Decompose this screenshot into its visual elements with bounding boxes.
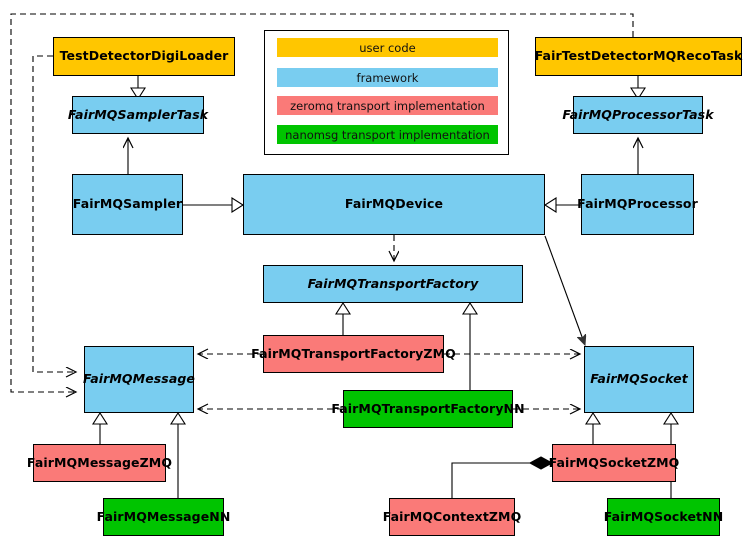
class-box-fairmqtransportfactory[interactable]: FairMQTransportFactory — [263, 265, 523, 303]
class-box-label: FairMQSampler — [72, 196, 183, 212]
class-box-label: TestDetectorDigiLoader — [59, 48, 229, 64]
class-box-label: FairMQProcessor — [577, 196, 698, 212]
legend-label: user code — [359, 40, 416, 55]
class-box-label: FairMQTransportFactory — [307, 275, 479, 291]
class-box-label: FairMQMessageNN — [96, 508, 231, 524]
legend-label: zeromq transport implementation — [290, 98, 485, 113]
class-box-fairmqsocket[interactable]: FairMQSocket — [584, 346, 694, 413]
class-box-fairmqsocketzmq[interactable]: FairMQSocketZMQ — [549, 444, 679, 482]
class-box-label: FairMQTransportFactoryNN — [331, 400, 525, 416]
class-box-fairmqsamplertask[interactable]: FairMQSamplerTask — [68, 96, 208, 134]
legend-row-zeromq: zeromq transport implementation — [277, 96, 498, 115]
class-box-label: FairTestDetectorMQRecoTask — [534, 48, 743, 64]
class-box-fairmqtransportfactorynn[interactable]: FairMQTransportFactoryNN — [331, 390, 525, 428]
legend-row-framework: framework — [277, 68, 498, 87]
legend-label: framework — [356, 70, 419, 85]
color-legend: user code framework zeromq transport imp… — [264, 30, 509, 155]
class-box-fairmqdevice[interactable]: FairMQDevice — [243, 174, 545, 235]
class-box-fairmqprocessortask[interactable]: FairMQProcessorTask — [562, 96, 714, 134]
class-box-fairmqtransportfactoryzmq[interactable]: FairMQTransportFactoryZMQ — [251, 335, 456, 373]
class-box-label: FairMQSocket — [590, 371, 688, 387]
class-box-label: FairMQSocketZMQ — [548, 454, 680, 470]
edge-recotask-message — [10, 13, 634, 392]
legend-label: nanomsg transport implementation — [285, 127, 490, 142]
class-box-label: FairMQTransportFactoryZMQ — [251, 345, 456, 361]
class-box-label: FairMQDevice — [344, 196, 444, 212]
class-box-label: FairMQMessageZMQ — [26, 454, 173, 470]
class-box-fairmqmessage[interactable]: FairMQMessage — [83, 346, 196, 413]
class-box-fairtestdetectormqrecotask[interactable]: FairTestDetectorMQRecoTask — [535, 37, 742, 76]
edge-contextzmq-socketzmq — [451, 462, 530, 498]
class-box-label: FairMQProcessorTask — [562, 106, 714, 122]
class-box-fairmqcontextzmq[interactable]: FairMQContextZMQ — [383, 498, 521, 536]
class-box-fairmqmessagezmq[interactable]: FairMQMessageZMQ — [27, 444, 172, 482]
class-box-label: FairMQMessage — [83, 371, 196, 387]
class-box-label: FairMQContextZMQ — [382, 508, 522, 524]
class-box-label: FairMQSamplerTask — [67, 106, 209, 122]
class-box-fairmqprocessor[interactable]: FairMQProcessor — [577, 174, 698, 235]
edge-device-socket — [544, 235, 585, 345]
class-box-testdetectordigiloader[interactable]: TestDetectorDigiLoader — [53, 37, 235, 76]
edge-digiloader-message — [32, 55, 76, 372]
class-box-fairmqmessagenn[interactable]: FairMQMessageNN — [97, 498, 230, 536]
class-box-fairmqsocketnn[interactable]: FairMQSocketNN — [604, 498, 723, 536]
legend-row-user-code: user code — [277, 38, 498, 57]
legend-row-nanomsg: nanomsg transport implementation — [277, 125, 498, 144]
class-box-label: FairMQSocketNN — [603, 508, 724, 524]
class-box-fairmqsampler[interactable]: FairMQSampler — [72, 174, 183, 235]
